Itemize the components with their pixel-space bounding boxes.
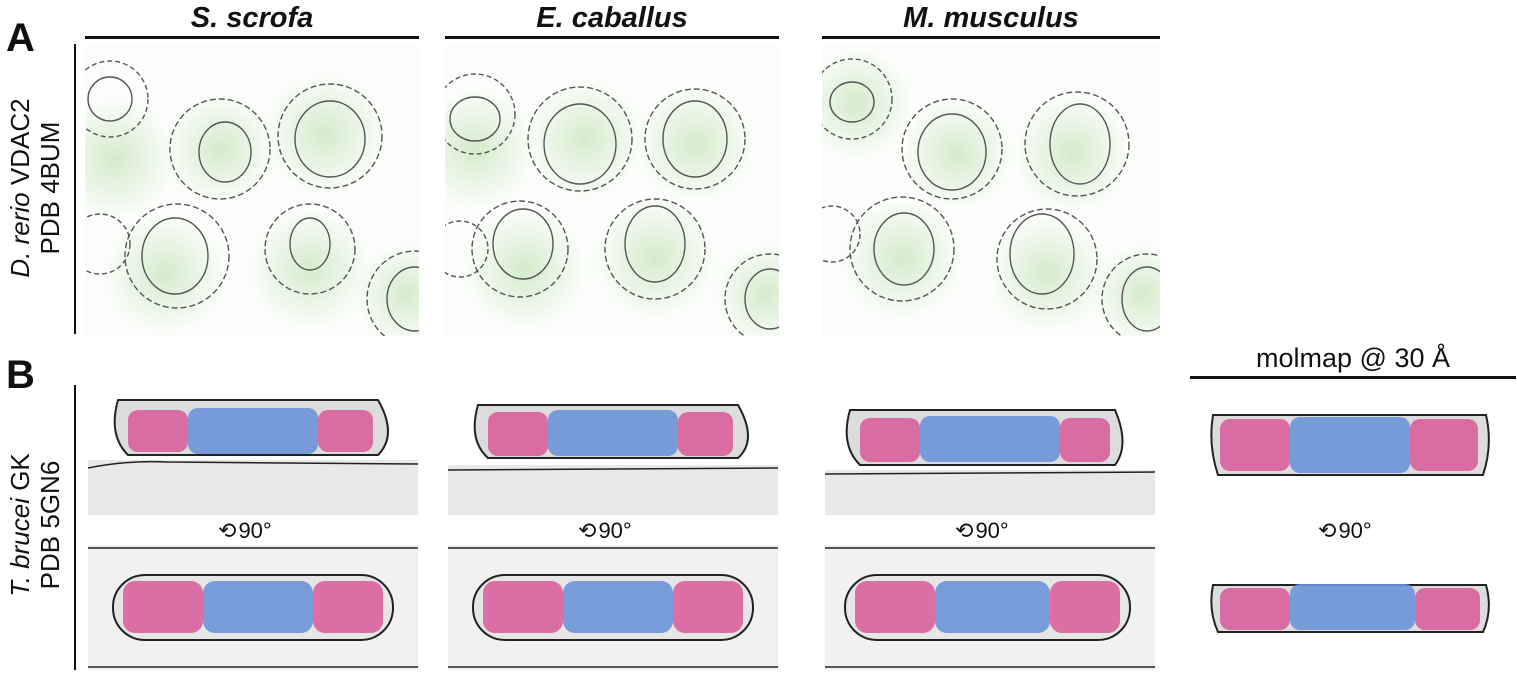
row-label-species: D. rerio bbox=[5, 192, 35, 278]
rotation-label: ⟲90° bbox=[578, 518, 632, 543]
row-a-bracket bbox=[74, 44, 76, 334]
rotation-label: ⟲90° bbox=[955, 518, 1009, 543]
vdac-density-m-musculus bbox=[822, 44, 1160, 336]
rotate-icon: ⟲ bbox=[578, 518, 597, 543]
gk-top-view-e-caballus bbox=[448, 545, 778, 670]
row-label-protein: GK bbox=[5, 453, 35, 499]
row-label-pdb: PDB 4BUM bbox=[35, 121, 65, 255]
gk-molmap-top-view bbox=[1210, 584, 1490, 633]
gk-side-view-e-caballus bbox=[448, 404, 778, 515]
rotate-icon: ⟲ bbox=[1318, 518, 1337, 543]
row-label-species: T. brucei bbox=[5, 498, 35, 597]
gk-side-view-s-scrofa bbox=[88, 399, 418, 515]
rotate-icon: ⟲ bbox=[218, 518, 237, 543]
vdac-density-s-scrofa bbox=[85, 44, 419, 336]
column-rule bbox=[85, 36, 419, 39]
row-label-gk: T. brucei GK PDB 5GN6 bbox=[5, 375, 65, 675]
gk-side-view-m-musculus bbox=[825, 409, 1155, 515]
column-header-m-musculus: M. musculus bbox=[903, 2, 1079, 34]
rotate-icon: ⟲ bbox=[955, 518, 974, 543]
rotation-label: ⟲90° bbox=[1318, 518, 1372, 543]
molmap-rule bbox=[1190, 376, 1516, 379]
column-rule bbox=[822, 36, 1160, 39]
vdac-density-e-caballus bbox=[445, 44, 779, 336]
gk-top-view-s-scrofa bbox=[88, 545, 418, 670]
row-label-pdb: PDB 5GN6 bbox=[35, 460, 65, 590]
panel-letter-b: B bbox=[6, 353, 35, 397]
gk-top-view-m-musculus bbox=[825, 545, 1155, 670]
column-header-s-scrofa: S. scrofa bbox=[190, 2, 314, 34]
row-label-vdac2: D. rerio VDAC2 PDB 4BUM bbox=[5, 38, 65, 338]
rotation-label: ⟲90° bbox=[218, 518, 272, 543]
gk-molmap-side-view bbox=[1210, 414, 1490, 476]
row-label-protein: VDAC2 bbox=[5, 98, 35, 193]
molmap-title: molmap @ 30 Å bbox=[1256, 343, 1450, 373]
panel-letter-a: A bbox=[6, 16, 35, 60]
column-header-e-caballus: E. caballus bbox=[536, 2, 688, 34]
column-rule bbox=[445, 36, 779, 39]
row-b-bracket bbox=[74, 385, 76, 670]
